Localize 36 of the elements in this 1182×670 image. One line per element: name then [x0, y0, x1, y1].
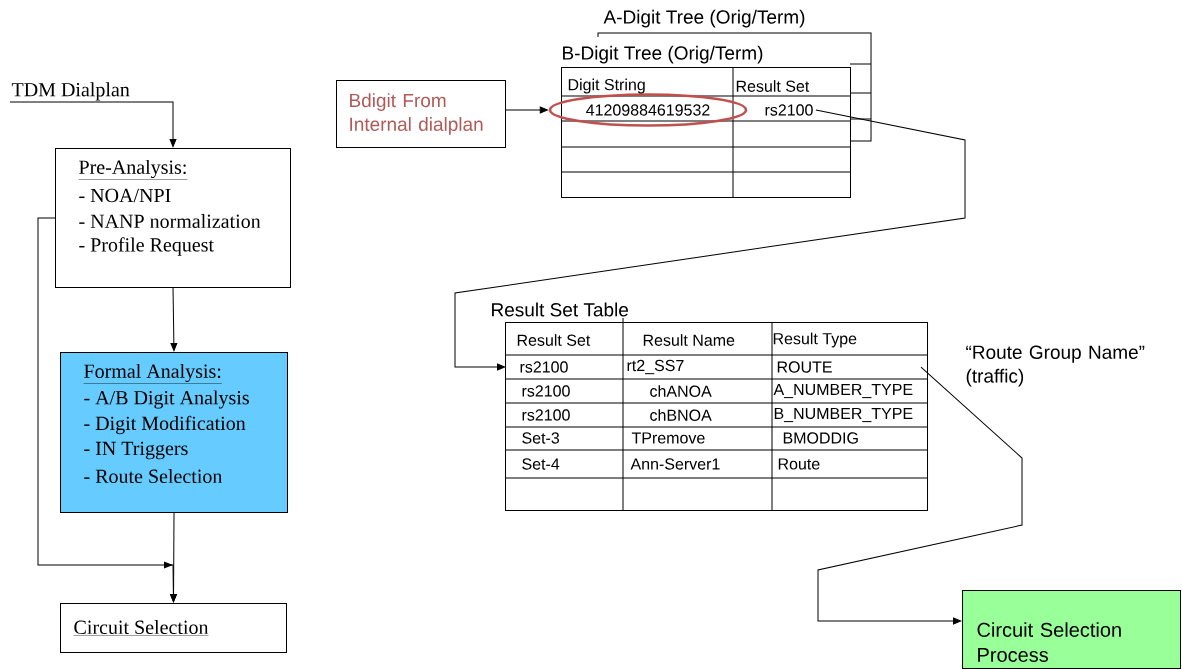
cell-text: Route: [778, 458, 820, 470]
cell-text: Ann-Server1: [630, 458, 720, 470]
annotation: “Route Group Name” (traffic): [966, 345, 1145, 387]
process-box: Formal Analysis: - A/B Digit Analysis - Digit Modification - IN Triggers - Route Selection: [60, 352, 288, 513]
cell-text: chANOA: [650, 385, 712, 397]
cell-text: chBNOA: [650, 409, 712, 421]
cell-text: Result Set: [517, 334, 591, 346]
cell-text: Set-3: [522, 432, 560, 444]
arrow: [9, 101, 177, 148]
cell-text: rt2_SS7: [627, 359, 684, 375]
cell-text: rs2100: [765, 104, 813, 116]
arrow: [170, 287, 178, 352]
cell-text: Result Type: [773, 332, 857, 348]
cell-text: rs2100: [520, 361, 568, 373]
source-box: Bdigit From Internal dialplan: [336, 80, 506, 148]
cell-text: TPremove: [631, 432, 705, 444]
cell-text: A_NUMBER_TYPE: [773, 383, 913, 399]
label-text: TDM Dialplan: [11, 82, 130, 101]
cell-text: rs2100: [522, 385, 570, 397]
cell-text: Result Set: [736, 80, 810, 92]
cell-text: Set-4: [522, 458, 560, 470]
node-label: Result Set Table: [492, 302, 629, 317]
node-label: B-Digit Tree (Orig/Term): [563, 45, 763, 64]
cell-text: B_NUMBER_TYPE: [774, 407, 913, 423]
process-box: Circuit Selection: [60, 603, 287, 653]
arrow: [454, 109, 966, 371]
arrow: [505, 106, 548, 114]
process-box: Circuit Selection Process: [962, 590, 1181, 669]
table-title: A-Digit Tree (Orig/Term): [603, 9, 805, 28]
cell-text: BMODDIG: [783, 432, 858, 444]
arrow: [817, 366, 1023, 625]
cell-text: ROUTE: [777, 361, 832, 373]
cell-text: Result Name: [643, 334, 735, 346]
arrow: [37, 217, 177, 603]
cell-text: rs2100: [522, 409, 570, 421]
process-box: Pre-Analysis: - NOA/NPI - NANP normalization - Profile Request: [55, 148, 291, 288]
